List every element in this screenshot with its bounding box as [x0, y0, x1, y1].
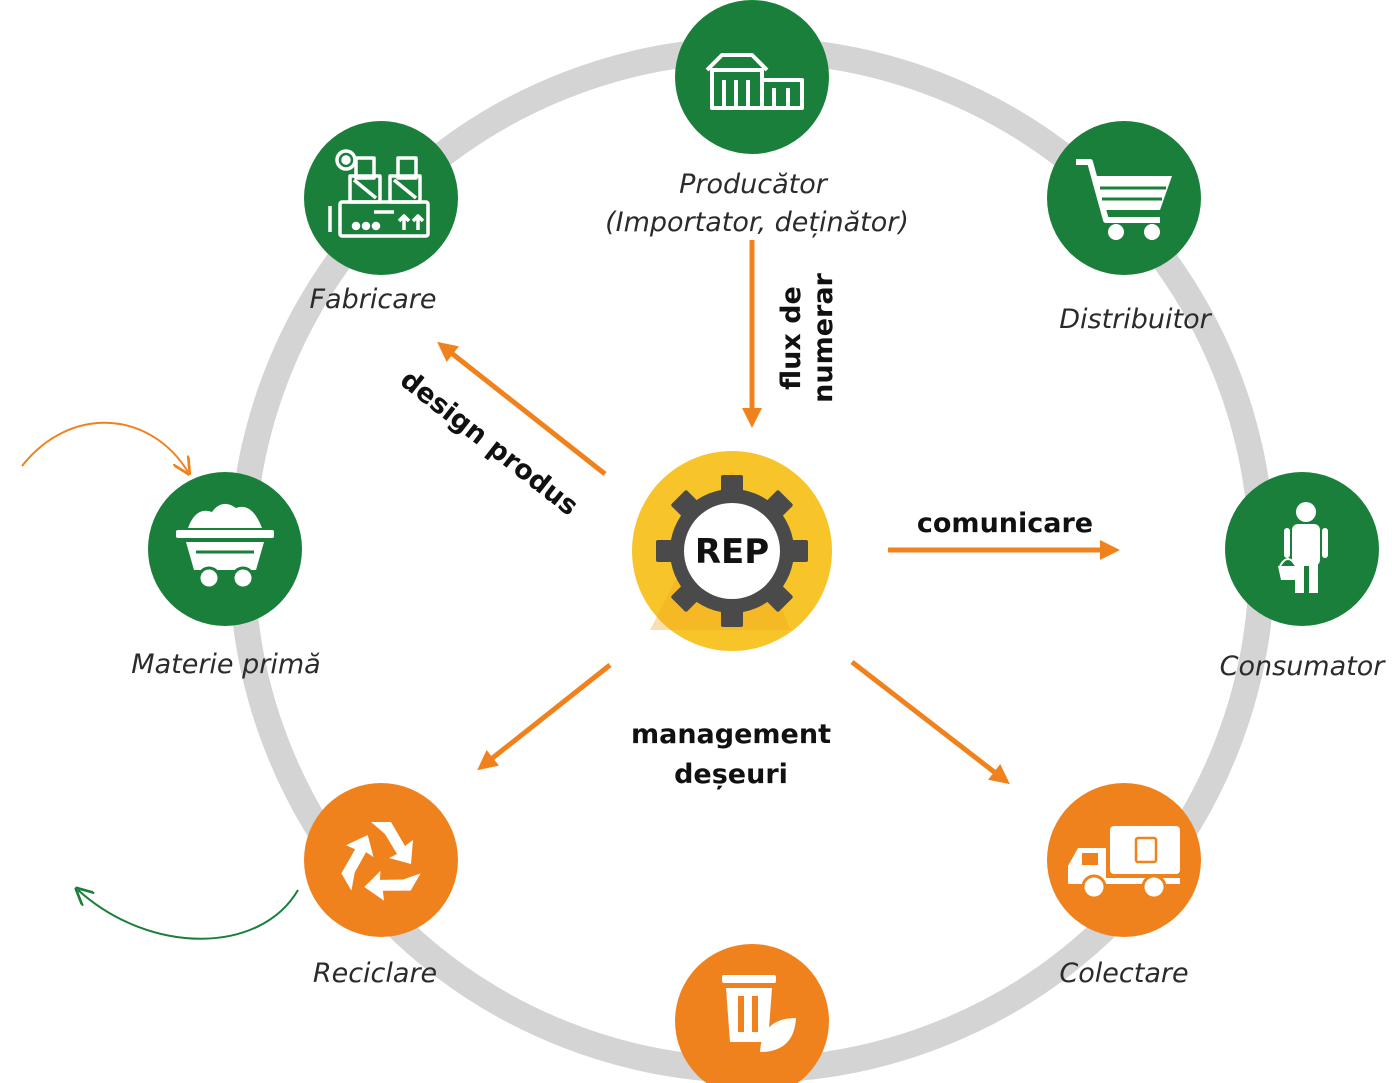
- gear-icon: [656, 475, 808, 627]
- reciclare-label: Reciclare: [313, 958, 437, 989]
- factory-machine-icon: [328, 149, 430, 238]
- management-right-arrow: [850, 660, 1010, 785]
- comunicare-label: comunicare: [917, 508, 1093, 539]
- distribuitor-label: Distribuitor: [1059, 304, 1212, 335]
- colectare-label: Colectare: [1059, 958, 1188, 989]
- consumer-basket-icon: [1278, 502, 1328, 593]
- node-bottom: [675, 944, 829, 1083]
- node-reciclare: Reciclare: [304, 783, 458, 989]
- collection-truck-icon: [1068, 826, 1180, 900]
- management-label-line2: deșeuri: [674, 759, 788, 790]
- node-distribuitor: Distribuitor: [1047, 121, 1213, 335]
- node-producator: Producător (Importator, deținător): [605, 0, 909, 238]
- node-materie-prima: Materie primă: [131, 472, 321, 680]
- management-label-line1: management: [631, 719, 831, 750]
- node-consumator: Consumator: [1220, 472, 1387, 682]
- mine-cart-icon: [176, 503, 274, 590]
- consumator-label: Consumator: [1220, 651, 1387, 682]
- design-produs-arrow: [437, 341, 607, 476]
- flux-de-numerar-label-line2: numerar: [808, 272, 839, 402]
- recycle-loop-arrow: [78, 890, 299, 940]
- producator-label: Producător: [679, 169, 829, 200]
- raw-material-input-arrow: [21, 421, 188, 472]
- fabricare-label: Fabricare: [310, 284, 437, 315]
- flux-de-numerar-label-line1: flux de: [776, 286, 807, 390]
- producator-sublabel: (Importator, deținător): [605, 207, 909, 238]
- recycle-icon: [341, 822, 421, 901]
- management-left-arrow: [477, 663, 612, 771]
- node-fabricare: Fabricare: [304, 121, 458, 315]
- eco-bin-icon: [722, 975, 796, 1052]
- warehouse-icon: [705, 53, 804, 110]
- shopping-cart-icon: [1076, 159, 1172, 240]
- rep-center: REP: [632, 451, 832, 651]
- node-colectare: Colectare: [1047, 783, 1201, 989]
- rep-label: REP: [695, 532, 769, 572]
- materie-prima-label: Materie primă: [131, 649, 320, 680]
- design-produs-label: design produs: [394, 364, 584, 522]
